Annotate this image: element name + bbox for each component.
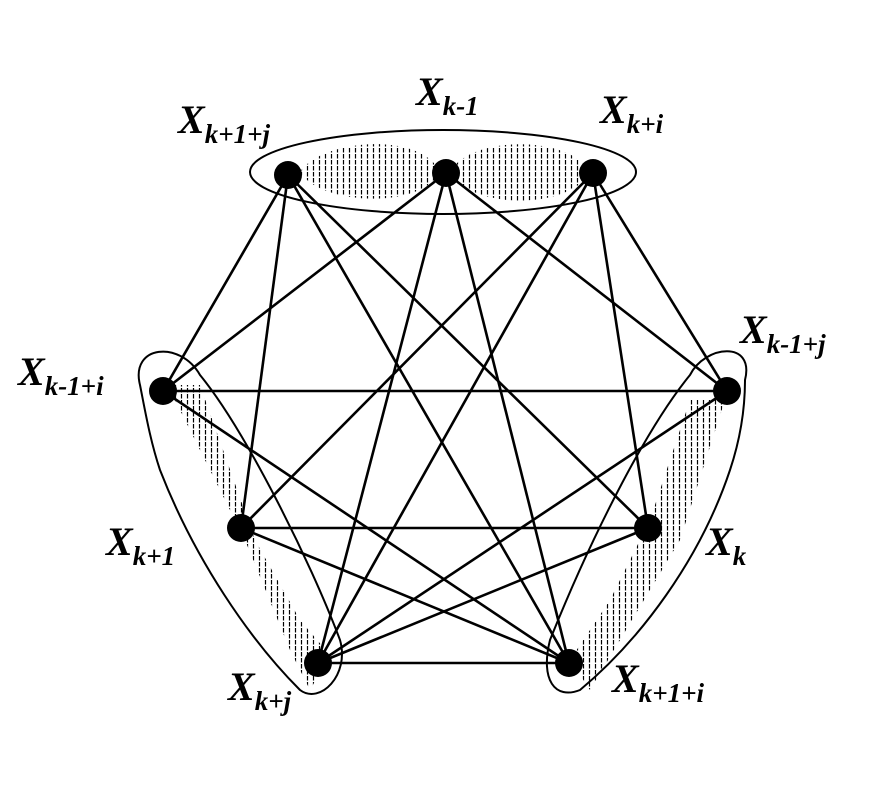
edge-n3-n8 [316,172,595,664]
node-n6 [227,514,255,542]
edge-n7-n8 [317,526,649,665]
group-top-hatch-left [300,144,440,199]
edge-n3-n5 [591,172,729,392]
label-n3: Xk+i [598,87,664,139]
group-left [137,350,343,695]
edge-n2-n9 [444,172,571,664]
label-n1: Xk+1+j [176,97,270,149]
edge-n3-n7 [591,172,650,529]
edge-n1-n4 [161,174,290,392]
label-n5: Xk-1+j [738,307,826,359]
edge-n6-n9 [240,526,570,665]
group-left-outline [137,350,343,695]
node-n5 [713,377,741,405]
node-n4 [149,377,177,405]
group-top-outline [249,129,637,215]
edges [161,171,729,665]
edge-n2-n5 [445,171,728,393]
group-top [249,129,637,215]
node-n8 [304,649,332,677]
label-n6: Xk+1 [104,519,175,571]
edge-n1-n6 [239,174,290,529]
group-right-hatch [570,400,725,690]
node-n1 [274,161,302,189]
group-top-hatch-right [450,144,590,201]
node-n2 [432,159,460,187]
edge-n3-n6 [240,172,594,529]
label-n7: Xk [704,519,747,571]
edge-n2-n4 [162,171,447,393]
label-n8: Xk+j [226,664,292,716]
edge-n2-n8 [316,172,448,664]
label-n4: Xk-1+i [16,349,104,401]
edge-n1-n9 [286,174,571,664]
edge-n1-n7 [287,174,649,529]
nodes [149,159,741,677]
group-right [545,350,748,694]
label-n2: Xk-1 [414,69,479,121]
label-n9: Xk+1+i [610,656,704,708]
node-n7 [634,514,662,542]
node-n9 [555,649,583,677]
node-n3 [579,159,607,187]
group-left-hatch [175,385,330,690]
group-right-outline [545,350,748,694]
